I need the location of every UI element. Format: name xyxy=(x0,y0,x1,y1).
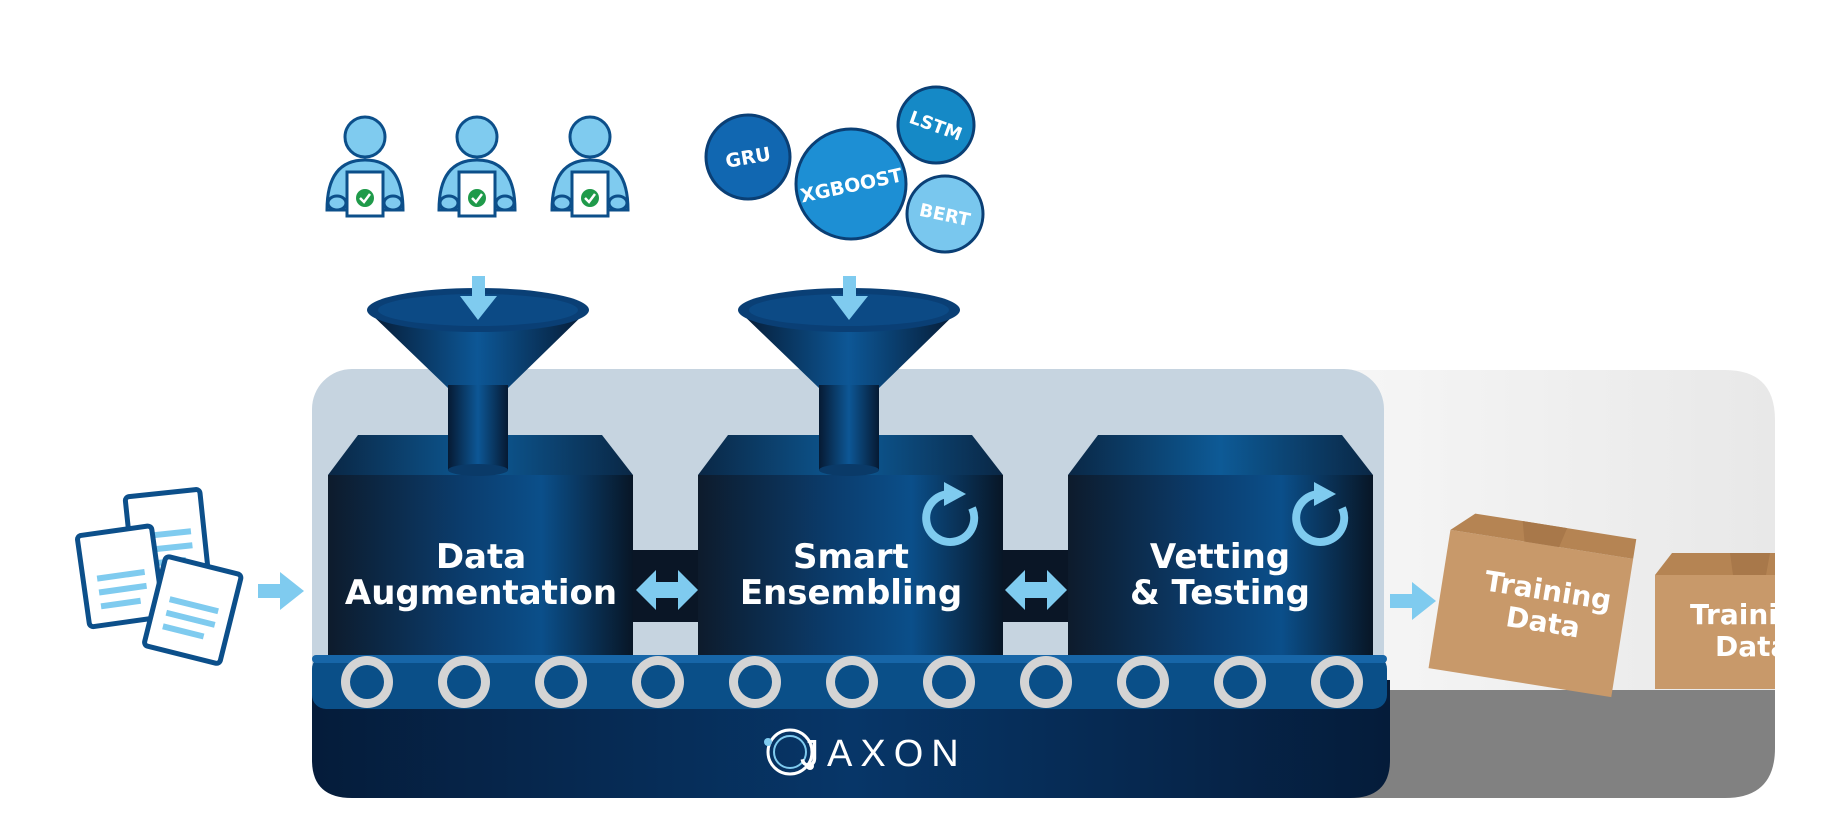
rollers xyxy=(341,656,1363,708)
training-data-box xyxy=(1428,513,1637,698)
jaxon-logo xyxy=(764,728,814,776)
roller xyxy=(1214,656,1266,708)
roller xyxy=(535,656,587,708)
clip-cover xyxy=(1775,360,1845,810)
stage-label-line2: Augmentation xyxy=(345,573,617,613)
roller xyxy=(632,656,684,708)
model-bubbles xyxy=(704,85,985,254)
stage-label-line1: Smart xyxy=(793,537,909,577)
conveyor-base xyxy=(312,680,1390,798)
annotator-icon xyxy=(550,115,630,218)
refresh-icon xyxy=(1292,482,1349,546)
roller xyxy=(1117,656,1169,708)
model-bubble-bert xyxy=(905,174,985,254)
stage-label-line2: Ensembling xyxy=(740,573,962,613)
annotator-icon xyxy=(437,115,517,218)
machine-vetting-testing xyxy=(1068,435,1373,680)
annotators xyxy=(325,115,630,218)
stage-label-line2: & Testing xyxy=(1130,573,1310,613)
stage-label-line1: Vetting xyxy=(1150,537,1290,577)
down-arrow-icon xyxy=(460,276,497,320)
double-arrow-icon xyxy=(636,570,698,610)
roller xyxy=(826,656,878,708)
refresh-icon xyxy=(922,482,979,546)
roller xyxy=(923,656,975,708)
roller xyxy=(729,656,781,708)
training-data-box xyxy=(1655,553,1775,689)
model-bubble-xgboost xyxy=(794,127,908,241)
funnel-middle xyxy=(738,288,960,476)
annotator-icon xyxy=(325,115,405,218)
stage-labels: Data Augmentation Smart Ensembling Vetti… xyxy=(345,537,1310,613)
roller xyxy=(438,656,490,708)
right-arrow-icon xyxy=(1390,582,1436,620)
roller xyxy=(341,656,393,708)
documents-icon xyxy=(75,487,244,666)
model-bubble-gru xyxy=(704,113,792,201)
double-arrow-icon xyxy=(1005,570,1067,610)
down-arrow-icon xyxy=(831,276,868,320)
right-arrow-icon xyxy=(258,572,304,610)
stage-label-line1: Data xyxy=(436,537,526,577)
roller xyxy=(1020,656,1072,708)
logo-text: JAXON xyxy=(800,733,967,775)
roller xyxy=(1311,656,1363,708)
model-bubble-lstm xyxy=(896,85,976,165)
